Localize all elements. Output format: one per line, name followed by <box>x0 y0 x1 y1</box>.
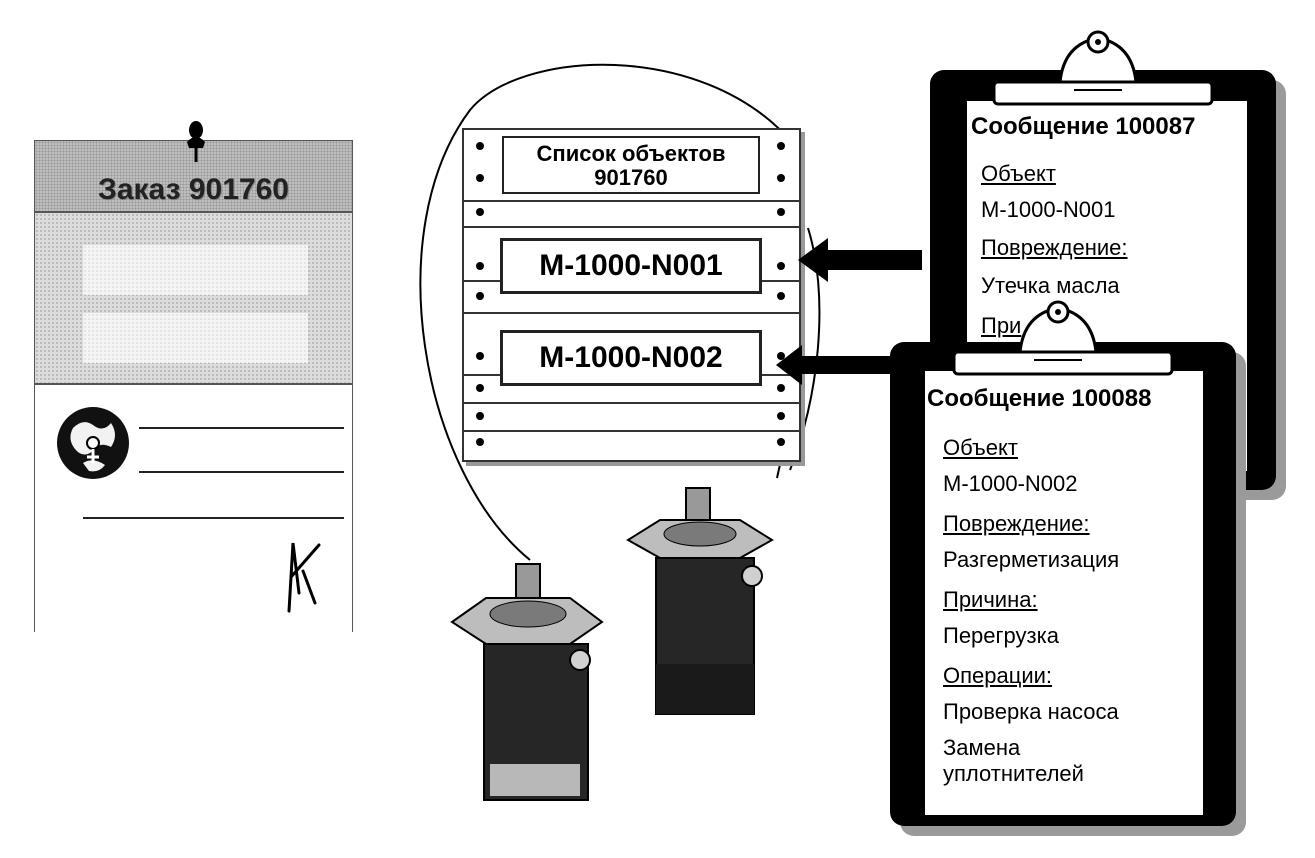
punch-hole <box>777 208 785 216</box>
list-divider <box>464 312 799 314</box>
order-line <box>139 471 344 473</box>
list-divider <box>464 226 799 228</box>
punch-hole <box>476 438 484 446</box>
punch-hole <box>777 438 785 446</box>
order-title: Заказ 901760 <box>98 173 289 206</box>
punch-hole <box>777 352 785 360</box>
operation-item: Проверка насоса <box>943 699 1119 724</box>
punch-hole <box>476 384 484 392</box>
list-divider <box>464 402 799 404</box>
object-list: Список объектов 901760 M-1000-N001 M-100… <box>462 128 801 462</box>
punch-hole <box>777 292 785 300</box>
clip-icon <box>952 300 1174 376</box>
order-field-box <box>83 313 308 363</box>
punch-hole <box>476 262 484 270</box>
notification-100088-paper: Сообщение 100088 Объект M-1000-N002 Повр… <box>924 370 1204 816</box>
damage-label: Повреждение: <box>981 235 1128 260</box>
order-lower-section <box>35 383 352 633</box>
object-item-1: M-1000-N001 <box>500 238 762 294</box>
object-value: M-1000-N001 <box>981 197 1116 222</box>
punch-hole <box>777 262 785 270</box>
punch-hole <box>476 292 484 300</box>
cause-value: Перегрузка <box>943 623 1059 648</box>
punch-hole <box>777 174 785 182</box>
punch-hole <box>476 174 484 182</box>
cause-label: При <box>981 313 1022 338</box>
damage-label: Повреждение: <box>943 511 1090 536</box>
damage-value: Разгерметизация <box>943 547 1120 572</box>
motor-icon <box>450 563 604 801</box>
list-divider <box>464 200 799 202</box>
punch-hole <box>476 352 484 360</box>
object-value: M-1000-N002 <box>943 471 1078 496</box>
punch-hole <box>777 412 785 420</box>
arrow-icon <box>776 345 894 385</box>
notification-100087-title: Сообщение 100087 <box>971 113 1196 140</box>
operation-item: уплотнителей <box>943 761 1084 786</box>
object-item-2: M-1000-N002 <box>500 330 762 386</box>
notification-100088-clipboard: Сообщение 100088 Объект M-1000-N002 Повр… <box>890 342 1236 826</box>
notification-100088-title: Сообщение 100088 <box>927 385 1152 412</box>
operations-label: Операции: <box>943 663 1053 688</box>
motor-icon <box>626 487 774 715</box>
object-list-title-line1: Список объектов <box>536 141 726 166</box>
punch-hole <box>777 142 785 150</box>
arrow-icon <box>798 238 922 282</box>
globe-icon <box>57 407 129 479</box>
order-field-box <box>83 245 308 295</box>
order-header <box>35 141 352 213</box>
cause-label: Причина: <box>943 587 1038 612</box>
damage-value: Утечка масла <box>981 273 1120 298</box>
order-line <box>139 427 344 429</box>
object-list-title-line2: 901760 <box>594 165 668 190</box>
punch-hole <box>476 412 484 420</box>
list-divider <box>464 430 799 432</box>
signature-icon <box>287 542 321 613</box>
punch-hole <box>476 142 484 150</box>
order-card: Заказ 901760 <box>34 140 353 633</box>
punch-hole <box>476 208 484 216</box>
operation-item: Замена <box>943 735 1021 760</box>
order-line <box>83 517 344 519</box>
object-label: Объект <box>981 161 1056 186</box>
pin-icon <box>187 121 205 162</box>
clip-icon <box>992 30 1214 106</box>
object-label: Объект <box>943 435 1018 460</box>
punch-hole <box>777 384 785 392</box>
object-list-title: Список объектов 901760 <box>502 136 760 194</box>
